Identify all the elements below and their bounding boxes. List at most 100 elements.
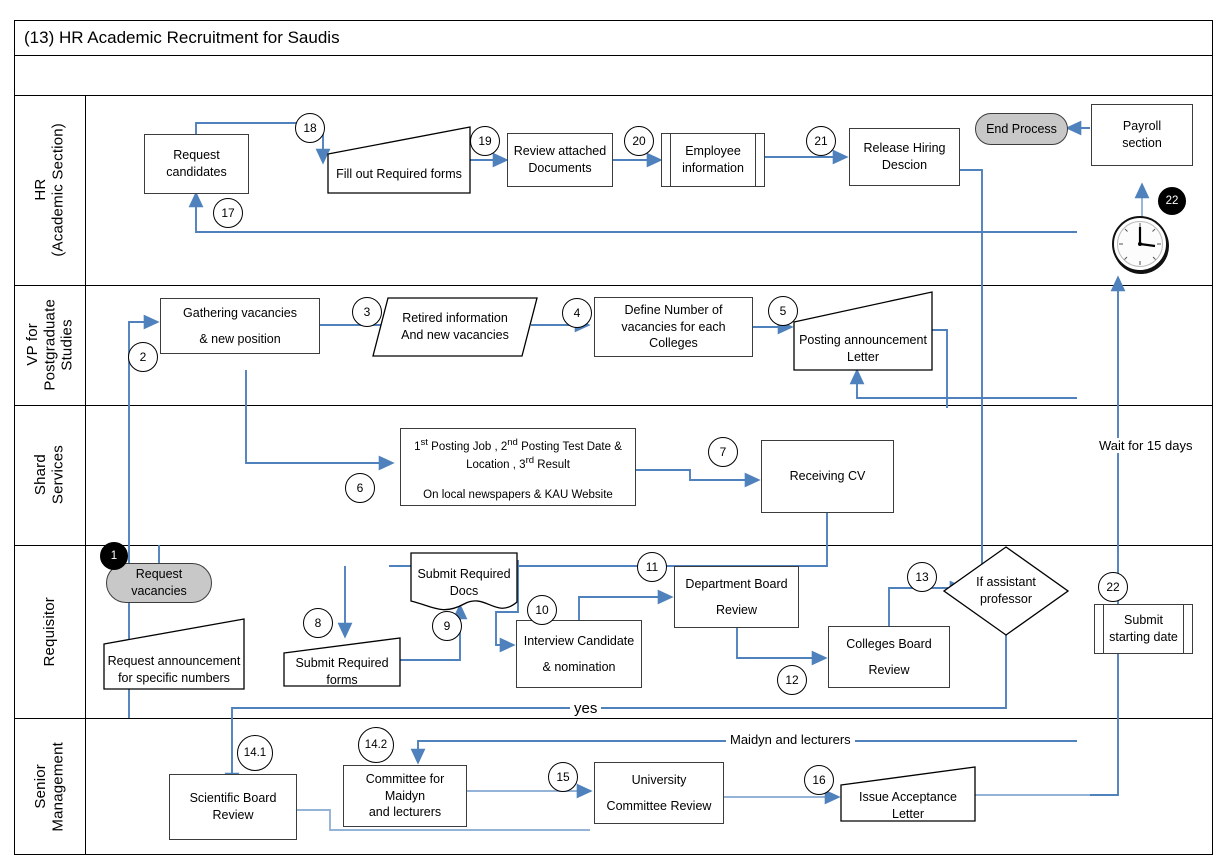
predefined-bar-right — [755, 134, 756, 186]
node-scientific-board-review[interactable]: Scientific Board Review — [169, 774, 297, 840]
node-label: forms — [326, 673, 358, 687]
lane-hr-line1: HR — [32, 178, 50, 202]
node-gathering-vacancies[interactable]: Gathering vacancies & new position — [160, 298, 320, 354]
node-label: Receiving CV — [789, 469, 866, 484]
node-label: Review attached — [513, 144, 607, 159]
lane-header-requisitor: Requisitor — [14, 545, 86, 718]
node-label: And new vacancies — [401, 328, 509, 342]
node-university-committee-review[interactable]: University Committee Review — [594, 762, 724, 824]
node-label: Issue Acceptance — [859, 790, 957, 805]
sup-base-4: Location , 3 — [466, 459, 526, 472]
node-label: Gathering vacancies — [183, 305, 297, 320]
node-department-board-review[interactable]: Department Board Review — [674, 566, 799, 628]
node-label: Payroll — [1122, 119, 1162, 134]
node-label: Documents — [528, 161, 592, 175]
node-label: University — [631, 772, 687, 787]
node-label: If assistant — [976, 575, 1036, 590]
lane-vp-line3: Studies — [58, 319, 76, 371]
step-badge-9: 9 — [432, 611, 462, 641]
node-label-line3: On local newspapers & KAU Website — [423, 488, 613, 501]
node-submit-required-docs[interactable]: Submit Required Docs — [410, 552, 518, 614]
node-label: for specific numbers — [118, 671, 230, 685]
lane-vp-line2: Postgraduate — [40, 299, 58, 391]
lane-divider-requisitor — [14, 718, 1213, 719]
node-submit-starting-date[interactable]: Submit starting date — [1094, 604, 1193, 654]
node-label: Submit — [1124, 613, 1163, 628]
predefined-bar-right — [1183, 605, 1184, 653]
node-posting-details[interactable]: 1st Posting Job , 2nd Posting Test Date … — [400, 428, 636, 506]
diagram-frame — [14, 20, 1213, 855]
node-payroll-section[interactable]: Payroll section — [1091, 104, 1193, 166]
node-label: Retired information — [402, 311, 508, 326]
node-release-hiring-decision[interactable]: Release Hiring Descion — [849, 128, 960, 186]
node-request-vacancies[interactable]: Request vacancies — [106, 563, 212, 603]
node-label: Colleges Board — [846, 636, 932, 651]
node-label: Committee Review — [606, 798, 712, 813]
node-label: Interview Candidate — [523, 633, 635, 648]
step-badge-2: 2 — [128, 342, 158, 372]
node-label: professor — [979, 592, 1033, 606]
step-badge-7: 7 — [708, 437, 738, 467]
node-label: Review — [868, 662, 910, 677]
node-label: and lecturers — [368, 805, 442, 820]
step-badge-19: 19 — [470, 126, 500, 156]
node-label: Release Hiring — [863, 141, 946, 156]
node-label: & nomination — [542, 659, 616, 674]
node-receiving-cv[interactable]: Receiving CV — [761, 440, 894, 513]
clock-icon — [1110, 214, 1172, 276]
node-label: Request — [135, 567, 183, 582]
step-badge-8: 8 — [303, 608, 333, 638]
node-submit-required-forms[interactable]: Submit Required forms — [283, 637, 401, 687]
lane-divider-title — [14, 55, 1213, 56]
node-request-announcement[interactable]: Request announcement for specific number… — [103, 618, 245, 690]
node-retired-information[interactable]: Retired information And new vacancies — [372, 297, 538, 357]
node-request-candidates[interactable]: Request candidates — [144, 134, 249, 194]
node-issue-acceptance-letter[interactable]: Issue Acceptance Letter — [840, 766, 976, 822]
step-badge-12: 12 — [777, 665, 807, 695]
node-interview-candidate[interactable]: Interview Candidate & nomination — [516, 620, 642, 688]
step-badge-20: 20 — [624, 126, 654, 156]
predefined-bar-left — [1103, 605, 1104, 653]
step-badge-14-2: 14.2 — [358, 727, 394, 763]
node-label: Letter — [892, 807, 924, 821]
edge-label-yes: yes — [570, 700, 602, 717]
sup-rd: rd — [525, 455, 535, 467]
lane-senior-line1: Senior — [32, 764, 50, 809]
sup-base-3: Posting Test Date & — [521, 440, 622, 453]
sup-base-1: 1 — [414, 440, 421, 453]
step-badge-10: 10 — [527, 595, 557, 625]
node-label: Review — [716, 602, 757, 617]
node-label: vacancies for each — [621, 319, 726, 334]
node-label: Fill out Required forms — [336, 166, 462, 181]
lane-vp-line1: VP for — [23, 323, 41, 367]
node-label-line1: 1st Posting Job , 2nd Posting Test Date … — [414, 437, 622, 455]
node-label: Posting announcement — [799, 333, 927, 348]
node-committee-for-maidyn[interactable]: Committee for Maidyn and lecturers — [343, 765, 467, 827]
step-badge-13: 13 — [907, 562, 937, 592]
edge-label-wait-15-days: Wait for 15 days — [1095, 438, 1197, 453]
node-posting-announcement-letter[interactable]: Posting announcement Letter — [793, 291, 933, 371]
node-label: Colleges — [649, 336, 698, 351]
sup-base-5: Result — [537, 459, 570, 472]
step-badge-22-submit: 22 — [1098, 572, 1128, 602]
step-badge-15: 15 — [548, 762, 578, 792]
node-end-process[interactable]: End Process — [975, 113, 1068, 145]
node-colleges-board-review[interactable]: Colleges Board Review — [828, 626, 950, 688]
node-if-assistant-professor[interactable]: If assistant professor — [943, 546, 1069, 636]
node-fill-required-forms[interactable]: Fill out Required forms — [327, 126, 471, 194]
edge-label-maidyn-and-lecturers: Maidyn and lecturers — [726, 732, 855, 747]
step-badge-17: 17 — [213, 198, 243, 228]
lane-divider-hr — [14, 285, 1213, 286]
predefined-bar-left — [670, 134, 671, 186]
node-label: section — [1122, 136, 1162, 150]
sup-nd: nd — [507, 437, 518, 448]
node-review-attached-documents[interactable]: Review attached Documents — [507, 133, 613, 187]
node-define-number-of-vacancies[interactable]: Define Number of vacancies for each Coll… — [594, 297, 753, 357]
node-label: starting date — [1109, 630, 1178, 644]
node-label: End Process — [986, 121, 1057, 136]
node-label: Committee for Maidyn — [365, 771, 445, 803]
sup-base-2: Posting Job , 2 — [431, 440, 508, 453]
node-employee-information[interactable]: Employee information — [661, 133, 765, 187]
step-badge-16: 16 — [804, 765, 834, 795]
